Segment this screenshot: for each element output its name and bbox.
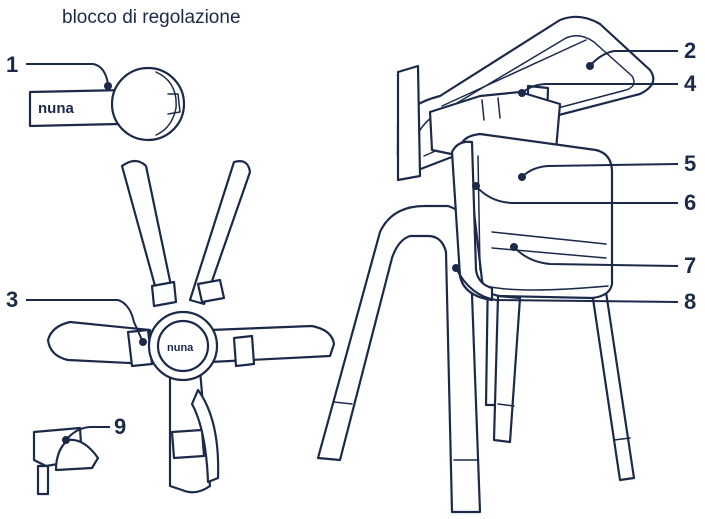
svg-text:4: 4 [684, 71, 697, 96]
key-logo: nuna [38, 100, 74, 117]
svg-text:5: 5 [684, 151, 696, 176]
callout-9: 9 [62, 414, 126, 444]
svg-text:1: 1 [6, 52, 18, 77]
svg-text:6: 6 [684, 190, 696, 215]
harness-storage-clip [32, 426, 100, 496]
svg-text:8: 8 [684, 289, 696, 314]
callout-3: 3 [6, 287, 147, 346]
caption-text: blocco di regolazione [62, 7, 241, 28]
adjustment-key: nuna [28, 66, 186, 142]
svg-text:7: 7 [684, 253, 696, 278]
five-point-harness: nuna [46, 159, 336, 494]
high-chair [316, 15, 655, 514]
callout-1: 1 [6, 52, 112, 90]
callout-4: 4 [518, 71, 697, 97]
callout-6: 6 [472, 182, 696, 215]
buckle-logo: nuna [167, 342, 194, 354]
callout-2: 2 [586, 38, 696, 70]
svg-text:3: 3 [6, 287, 18, 312]
svg-text:9: 9 [114, 414, 126, 439]
callout-8: 8 [452, 264, 696, 314]
svg-text:2: 2 [684, 38, 696, 63]
callout-5: 5 [518, 151, 696, 181]
callout-7: 7 [510, 243, 696, 278]
